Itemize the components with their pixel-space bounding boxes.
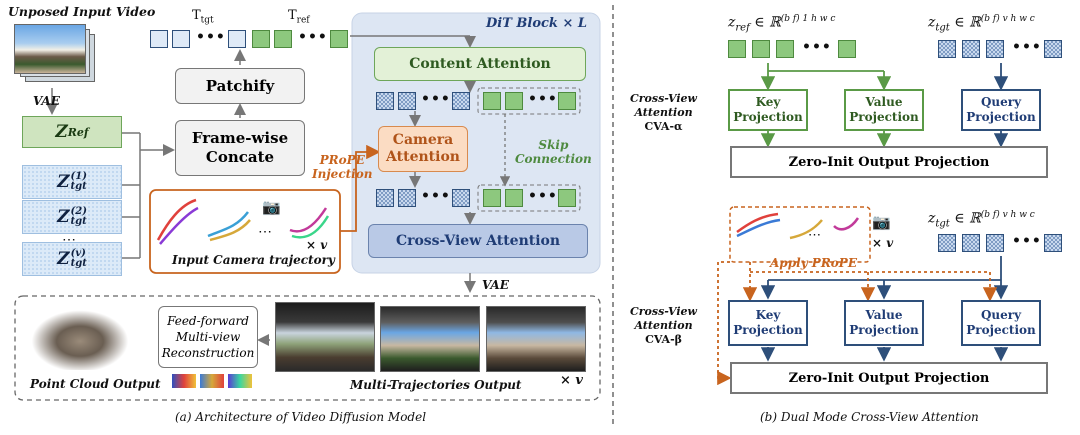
- beta-zero-init-projection: Zero-Init Output Projection: [730, 362, 1048, 394]
- dit-token-2: [398, 92, 416, 110]
- depth-map-3: [228, 374, 252, 388]
- multi-traj-frame-2: [380, 306, 480, 372]
- dit2-ref-n: [558, 189, 576, 207]
- alpha-ref-token-1: [728, 40, 746, 58]
- depth-map-2: [200, 374, 224, 388]
- multi-traj-label: Multi-Trajectories Output: [350, 378, 522, 392]
- token-ref-2: [274, 30, 292, 48]
- z-tgt-equation-top: ztgt ∈ ℝ(b f) v h w c: [928, 14, 1035, 34]
- beta-times-v: × v: [872, 236, 894, 250]
- z-tgt-2-block: Z(2)tgt: [22, 200, 122, 234]
- dit2-token-dots: •••: [421, 188, 451, 204]
- output-box: [14, 295, 601, 401]
- beta-tgt-token-1: [938, 234, 956, 252]
- token-tgt-1: [150, 30, 168, 48]
- dit2-token-2: [398, 189, 416, 207]
- token-ref-dots: •••: [298, 29, 328, 45]
- alpha-ref-token-3: [776, 40, 794, 58]
- t-ref-label: Tref: [288, 8, 310, 26]
- beta-tgt-token-3: [986, 234, 1004, 252]
- alpha-tgt-token-3: [986, 40, 1004, 58]
- beta-trajectory-ellipsis: ⋯: [808, 228, 821, 243]
- beta-tgt-dots: •••: [1012, 233, 1042, 249]
- token-tgt-n: [228, 30, 246, 48]
- dit2-token-n: [452, 189, 470, 207]
- apply-prope-label: Apply PRoPE: [770, 256, 857, 270]
- input-video-thumbnail: [14, 24, 86, 74]
- vae-label-bottom: VAE: [482, 278, 509, 292]
- vae-label-top: VAE: [33, 94, 60, 108]
- dit-block-title: DiT Block × L: [486, 16, 588, 31]
- dit-token-dots: •••: [421, 91, 451, 107]
- point-cloud-label: Point Cloud Output: [30, 377, 161, 391]
- z-tgt-equation-bottom: ztgt ∈ ℝ(b f) v h w c: [928, 210, 1035, 230]
- alpha-tgt-token-n: [1044, 40, 1062, 58]
- multi-traj-frame-1: [275, 302, 375, 372]
- beta-tgt-token-2: [962, 234, 980, 252]
- caption-a: (a) Architecture of Video Diffusion Mode…: [175, 410, 427, 424]
- depth-map-1: [172, 374, 196, 388]
- token-ref-1: [252, 30, 270, 48]
- alpha-ref-dots: •••: [802, 39, 832, 55]
- alpha-tgt-dots: •••: [1012, 39, 1042, 55]
- input-video-title: Unposed Input Video: [8, 4, 156, 19]
- trajectory-label: Input Camera trajectory: [172, 253, 335, 267]
- camera-icon: 📷: [262, 198, 281, 216]
- alpha-ref-token-2: [752, 40, 770, 58]
- trajectory-ellipsis: ⋯: [258, 224, 272, 240]
- point-cloud-image: [25, 306, 135, 370]
- trajectory-box: [149, 189, 341, 274]
- patchify-block: Patchify: [175, 68, 305, 104]
- dit-ref-dots: •••: [528, 91, 558, 107]
- trajectory-sketches: [156, 198, 860, 245]
- dit-token-n: [452, 92, 470, 110]
- z-tgt-v-block: Z(v)tgt: [22, 242, 122, 276]
- z-ref-equation: zref ∈ ℝ(b f) 1 h w c: [728, 14, 836, 34]
- alpha-tgt-token-1: [938, 40, 956, 58]
- dit2-ref-2: [505, 189, 523, 207]
- token-tgt-2: [172, 30, 190, 48]
- beta-tgt-token-n: [1044, 234, 1062, 252]
- dit-ref-2: [505, 92, 523, 110]
- alpha-zero-init-projection: Zero-Init Output Projection: [730, 146, 1048, 178]
- multi-traj-frame-3: [486, 306, 586, 372]
- t-tgt-label: Ttgt: [192, 8, 214, 26]
- z-tgt-1-block: Z(1)tgt: [22, 165, 122, 199]
- beta-camera-icon: 📷: [872, 213, 891, 231]
- content-attention-block: Content Attention: [374, 47, 586, 81]
- token-tgt-dots: •••: [196, 29, 226, 45]
- alpha-ref-token-n: [838, 40, 856, 58]
- dit-token-1: [376, 92, 394, 110]
- caption-b: (b) Dual Mode Cross-View Attention: [760, 410, 979, 424]
- dit2-ref-dots: •••: [528, 188, 558, 204]
- dit-ref-1: [483, 92, 501, 110]
- times-v-bottom-label: × v: [560, 373, 583, 388]
- dit2-ref-1: [483, 189, 501, 207]
- token-ref-n: [330, 30, 348, 48]
- dit-ref-n: [558, 92, 576, 110]
- cross-view-attention-block: Cross-View Attention: [368, 224, 588, 258]
- times-v-label: × v: [306, 238, 328, 252]
- alpha-tgt-token-2: [962, 40, 980, 58]
- dit2-token-1: [376, 189, 394, 207]
